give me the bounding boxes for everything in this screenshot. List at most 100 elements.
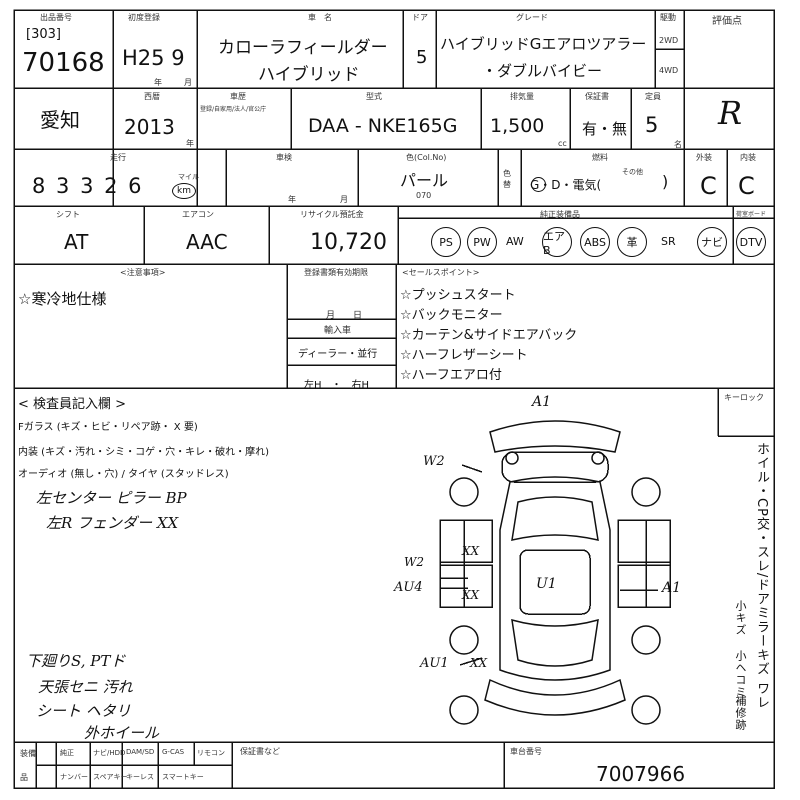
model-label: 型式 xyxy=(366,92,382,101)
score-value: R xyxy=(718,94,743,132)
chassis-label: 車台番号 xyxy=(510,747,542,756)
ac-label: エアコン xyxy=(182,210,214,219)
km-unit-circled: km xyxy=(172,183,196,199)
equipment-label: 純正装備品 xyxy=(540,210,580,219)
exterior-grade: C xyxy=(700,172,717,200)
remarks-label: 保証書など xyxy=(240,747,280,756)
drive-label: 駆動 xyxy=(660,13,676,22)
exterior-label: 外装 xyxy=(696,153,712,162)
hand-note-3: 下廻りS, PTド xyxy=(26,652,126,670)
seats-value: 5 xyxy=(645,113,659,137)
hand-note-1: 左センター ピラー BP xyxy=(36,489,187,507)
mark-xx-1: XX xyxy=(462,544,480,558)
lane-label: 出品番号 xyxy=(40,13,72,22)
car-name-line1: カローラフィールダー xyxy=(218,38,388,58)
year-value: 2013 xyxy=(124,115,175,139)
hand-note-5: シート ヘタリ xyxy=(36,702,131,720)
cc-value: 1,500 xyxy=(490,115,545,137)
footer-bottom-3: スマートキー xyxy=(162,773,204,781)
score-label: 評価点 xyxy=(712,16,742,27)
color-number: 070 xyxy=(416,191,432,200)
shift-label: シフト xyxy=(56,210,80,219)
damage-legend-main: ホイル・CP交・スレ/ドアミラーキズ ワレ xyxy=(754,442,769,710)
interior-grade: C xyxy=(738,172,755,200)
mark-left-rear: AU4 xyxy=(394,580,423,595)
equipment-8: DTV xyxy=(736,227,766,257)
mile-unit: マイル xyxy=(178,173,199,181)
inspection-interior-line: 内装 (キズ・汚れ・シミ・コゲ・穴・キレ・破れ・摩れ) xyxy=(18,447,269,458)
ac-value: AAC xyxy=(186,230,228,254)
door-label: ドア xyxy=(412,13,428,22)
car-damage-diagram xyxy=(439,420,671,725)
sales-point-1: ☆バックモニター xyxy=(400,308,503,323)
mark-xx-3: XX xyxy=(470,656,488,670)
footer-top-4: リモコン xyxy=(197,749,225,757)
shaken-getsu: 月 xyxy=(340,195,348,204)
color-label: 色(Col.No) xyxy=(406,153,447,162)
hand-note-4: 天張セニ 汚れ xyxy=(38,678,133,696)
fuel-label: 燃料 xyxy=(592,153,608,162)
inspection-title: < 検査員記入欄 > xyxy=(18,397,127,412)
cc-label: 排気量 xyxy=(510,92,534,101)
fuel-value: G・D・電気( xyxy=(530,178,602,192)
legend-repair: 補修跡 xyxy=(734,695,747,731)
grade-label: グレード xyxy=(516,13,548,22)
mark-left-mid: W2 xyxy=(404,555,424,569)
dealer-option: ディーラー・並行 xyxy=(298,349,378,360)
expiry-label: 登録書類有効期限 xyxy=(304,268,368,277)
import-label: 輸入車 xyxy=(324,326,352,336)
first-reg-value: H25 9 xyxy=(122,46,185,70)
drive-2wd: 2WD xyxy=(659,36,679,45)
region: 愛知 xyxy=(40,108,80,132)
sales-point-0: ☆プッシュスタート xyxy=(400,288,516,303)
equipment-5: 革 xyxy=(617,227,647,257)
first-reg-getsu: 月 xyxy=(184,78,192,87)
capacity-label: 荷室ボード xyxy=(736,211,767,218)
footer-top-3: G-CAS xyxy=(162,748,185,756)
cc-unit: cc xyxy=(558,139,567,148)
mark-right-rear: A1 xyxy=(662,580,682,596)
keylock-label: キーロック xyxy=(724,393,764,402)
year-nen: 年 xyxy=(186,139,194,148)
equipment-6: SR xyxy=(661,235,676,248)
interior-label: 内装 xyxy=(740,153,756,162)
footer-top-1: ナビ/HDD xyxy=(93,749,126,757)
door-count: 5 xyxy=(416,47,428,68)
grade-line2: ・ダブルバイビー xyxy=(482,62,603,80)
inspection-audio-line: オーディオ (無し・穴) / タイヤ (スタッドレス) xyxy=(18,469,229,480)
shaken-nen: 年 xyxy=(288,195,296,204)
fuel-close-paren: ) xyxy=(662,172,669,191)
first-reg-label: 初度登録 xyxy=(128,13,160,22)
car-name-line2: ハイブリッド xyxy=(258,65,360,85)
footer-top-2: DAM/SD xyxy=(126,748,155,756)
caution-text: ☆寒冷地仕様 xyxy=(18,290,107,308)
seats-label: 定員 xyxy=(645,92,661,101)
hand-note-2: 左R フェンダー XX xyxy=(46,514,179,532)
sales-point-4: ☆ハーフエアロ付 xyxy=(400,368,502,383)
equipment-4: ABS xyxy=(580,227,610,257)
mark-roof: U1 xyxy=(536,576,557,592)
shift-value: AT xyxy=(64,230,89,254)
sales-point-2: ☆カーテン&サイドエアバック xyxy=(400,328,578,343)
mark-top: A1 xyxy=(532,394,552,410)
drive-4wd: 4WD xyxy=(659,66,679,75)
equipment-2: AW xyxy=(506,235,524,248)
sales-label: <セールスポイント> xyxy=(402,268,480,277)
lane-code: [303] xyxy=(26,27,61,42)
shaken-label: 車検 xyxy=(276,153,292,162)
mileage-label: 走行 xyxy=(110,153,126,162)
mark-left-bottom: AU1 xyxy=(420,656,449,671)
equipment-1: PW xyxy=(467,227,497,257)
fuel-other-label: その他 xyxy=(622,168,643,176)
fuel-g-circle xyxy=(531,177,546,192)
mark-left-upper: W2 xyxy=(423,454,445,469)
footer-col1: 装備 xyxy=(20,749,36,758)
color-change-label: 色替 xyxy=(503,169,511,189)
car-name-label: 車 名 xyxy=(308,13,332,22)
legend-small-dent: 小ヘコミ xyxy=(734,650,747,698)
history-label: 車歴 xyxy=(230,92,246,101)
sales-point-3: ☆ハーフレザーシート xyxy=(400,348,528,363)
inspection-glass-line: Fガラス (キズ・ヒビ・リペア跡・ X 要) xyxy=(18,422,198,433)
footer-bottom-1: スペアキー xyxy=(93,773,128,781)
handle-option: 左H ・ 右H xyxy=(304,380,370,391)
